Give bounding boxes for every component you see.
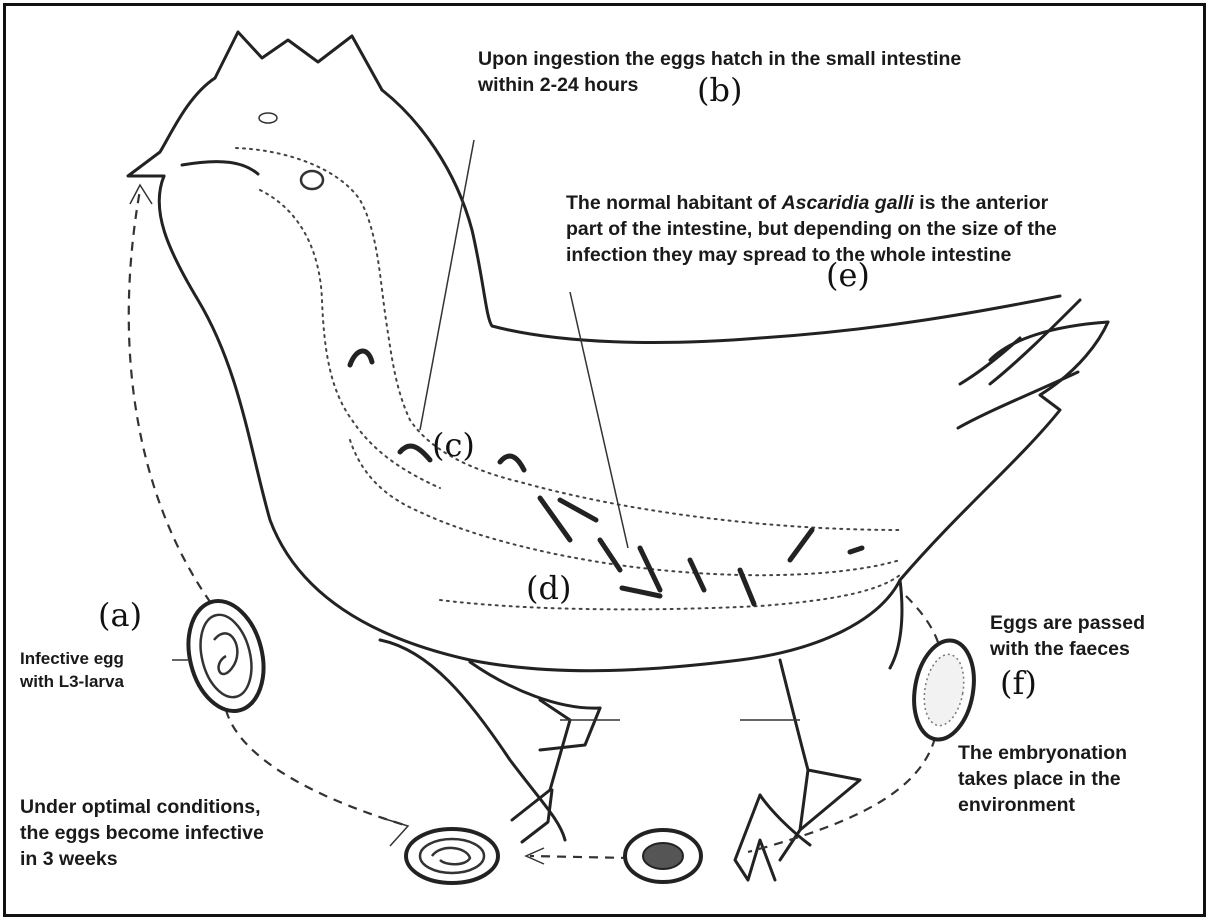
label-a: (a) [98,598,142,632]
infective-egg-note: Infective egg with L3-larva [20,647,124,693]
eggs-passed-note-line: with the faeces [990,636,1145,662]
habitat-note-line: The normal habitant of Ascaridia galli i… [566,190,1057,216]
chicken-outline [128,32,1108,708]
shed-egg-icon [907,636,981,745]
label-b: (b) [697,73,742,107]
eggs-passed-note: Eggs are passed with the faeces [990,610,1145,662]
label-f: (f) [1000,666,1037,700]
eggs-passed-note-line: Eggs are passed [990,610,1145,636]
infective-egg-note-line: with L3-larva [20,670,124,693]
infective-egg-icon [172,593,274,719]
habitat-note-line: infection they may spread to the whole i… [566,242,1057,268]
hatching-note-line: Upon ingestion the eggs hatch in the sma… [478,46,961,72]
optimal-conditions-note-line: Under optimal conditions, [20,794,264,820]
optimal-conditions-note-line: the eggs become infective [20,820,264,846]
habitat-note-text: The normal habitant of [566,192,782,214]
embryonation-note: The embryonation takes place in the envi… [958,740,1127,818]
habitat-note-text: is the anterior [914,192,1048,214]
developing-egg-icon [625,830,701,882]
label-d: (d) [526,571,571,605]
species-name: Ascaridia galli [782,192,914,214]
habitat-note: The normal habitant of Ascaridia galli i… [566,190,1057,268]
embryonation-note-line: The embryonation [958,740,1127,766]
habitat-note-line: part of the intestine, but depending on … [566,216,1057,242]
egg-stages [172,593,981,883]
label-c: (c) [432,428,475,462]
infective-egg-note-line: Infective egg [20,647,124,670]
embryonation-note-line: environment [958,792,1127,818]
embryonation-note-line: takes place in the [958,766,1127,792]
label-e: (e) [826,258,870,292]
optimal-conditions-note-line: in 3 weeks [20,846,264,872]
larvae-in-tract [259,113,862,604]
embryonated-egg-icon [406,829,498,883]
optimal-conditions-note: Under optimal conditions, the eggs becom… [20,794,264,872]
